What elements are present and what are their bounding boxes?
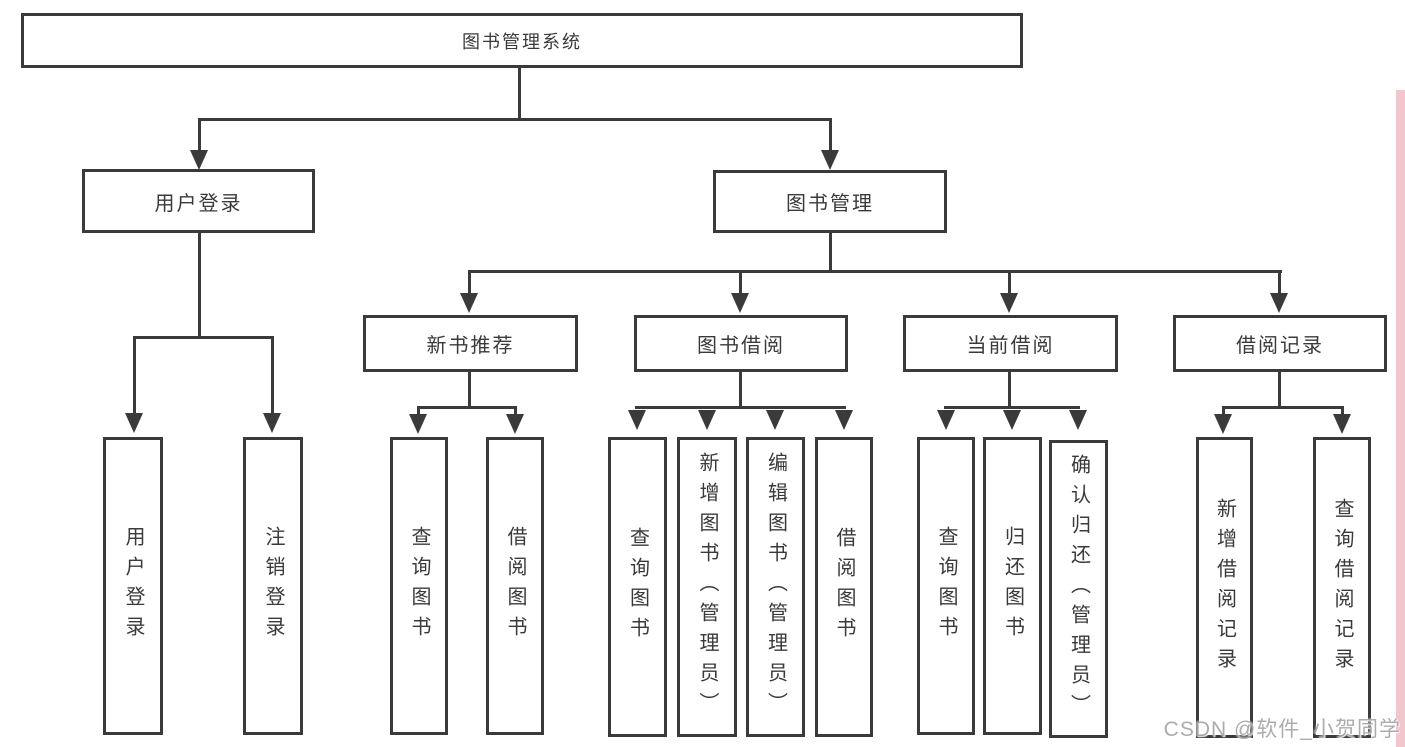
connector-line [944,406,1080,409]
leaf-query-borrow-record: 查询借阅记录 [1313,437,1371,738]
leaf-borrow-books-2: 借阅图书 [815,437,873,737]
connector-line [198,233,201,338]
node-borrow-record: 借阅记录 [1173,315,1387,372]
watermark: CSDN @软件_小贺同学 [1163,718,1401,741]
connector-line [518,68,521,120]
connector-line [198,118,201,152]
connector-line [739,270,742,295]
connector-line [1222,406,1225,418]
leaf-query-books-1: 查询图书 [390,437,448,735]
connector-line [739,372,742,408]
node-root: 图书管理系统 [21,13,1023,68]
connector-line [133,336,274,339]
arrowhead-icon [1214,414,1232,434]
arrowhead-icon [628,410,646,430]
arrowhead-icon [1333,414,1351,434]
connector-line [468,372,471,408]
connector-line [417,406,517,409]
arrowhead-icon [190,150,208,170]
leaf-add-book-admin: 新增图书（管理员） [677,437,737,737]
arrowhead-icon [835,410,853,430]
leaf-borrow-books-2-label: 借阅图书 [833,527,855,647]
leaf-add-borrow-record-label: 新增借阅记录 [1213,497,1236,678]
connector-line [1008,270,1011,295]
arrowhead-icon [263,413,281,433]
leaf-logout-label: 注销登录 [262,526,284,646]
right-edge-strip [1396,90,1405,747]
arrowhead-icon [125,413,143,433]
node-new-book-label: 新书推荐 [426,335,515,357]
connector-line [271,336,274,414]
node-user-login: 用户登录 [82,169,315,233]
leaf-return-book-label: 归还图书 [1001,526,1024,646]
leaf-add-book-admin-label: 新增图书（管理员） [696,452,718,722]
connector-line [198,118,832,121]
leaf-add-borrow-record: 新增借阅记录 [1196,437,1253,738]
connector-line [1222,406,1344,409]
connector-line [468,270,471,295]
connector-line [1278,372,1281,408]
connector-line [1008,372,1011,408]
connector-line [829,118,832,152]
arrowhead-icon [1069,410,1087,430]
leaf-query-borrow-record-label: 查询借阅记录 [1331,497,1353,678]
arrowhead-icon [460,293,478,313]
leaf-user-login-label: 用户登录 [122,526,144,646]
leaf-user-login: 用户登录 [103,437,163,735]
connector-line [829,233,832,273]
arrowhead-icon [731,293,749,313]
arrowhead-icon [821,150,839,170]
connector-line [1341,406,1344,418]
node-user-login-label: 用户登录 [154,192,243,215]
connector-line [133,336,136,414]
leaf-borrow-books-1: 借阅图书 [486,437,544,735]
connector-line [417,406,420,418]
leaf-edit-book-admin-label: 编辑图书（管理员） [764,452,787,722]
node-book-borrow-label: 图书借阅 [697,335,785,357]
leaf-query-books-3: 查询图书 [917,437,975,735]
node-book-borrow: 图书借阅 [634,315,848,372]
arrowhead-icon [1270,293,1288,313]
leaf-edit-book-admin: 编辑图书（管理员） [746,437,805,737]
leaf-query-books-2-label: 查询图书 [626,527,649,647]
leaf-borrow-books-1-label: 借阅图书 [504,526,526,646]
connector-line [514,406,517,418]
leaf-confirm-return-admin-label: 确认归还（管理员） [1067,454,1090,724]
node-new-book: 新书推荐 [363,315,578,372]
node-current-borrow: 当前借阅 [903,315,1118,372]
arrowhead-icon [937,410,955,430]
node-root-label: 图书管理系统 [462,31,582,52]
leaf-query-books-3-label: 查询图书 [935,526,957,646]
connector-line [468,270,1282,273]
arrowhead-icon [698,410,716,430]
leaf-logout: 注销登录 [243,437,303,735]
connector-line [635,406,846,409]
leaf-query-books-2: 查询图书 [608,437,667,737]
node-book-mgmt: 图书管理 [713,170,947,233]
arrowhead-icon [506,414,524,434]
arrowhead-icon [1003,410,1021,430]
arrowhead-icon [409,414,427,434]
leaf-confirm-return-admin: 确认归还（管理员） [1049,440,1108,738]
arrowhead-icon [1000,293,1018,313]
leaf-query-books-1-label: 查询图书 [408,526,430,646]
leaf-return-book: 归还图书 [983,437,1042,735]
arrowhead-icon [766,410,784,430]
node-book-mgmt-label: 图书管理 [786,193,874,215]
node-borrow-record-label: 借阅记录 [1236,335,1324,357]
connector-line [1278,270,1281,295]
node-current-borrow-label: 当前借阅 [966,335,1055,357]
